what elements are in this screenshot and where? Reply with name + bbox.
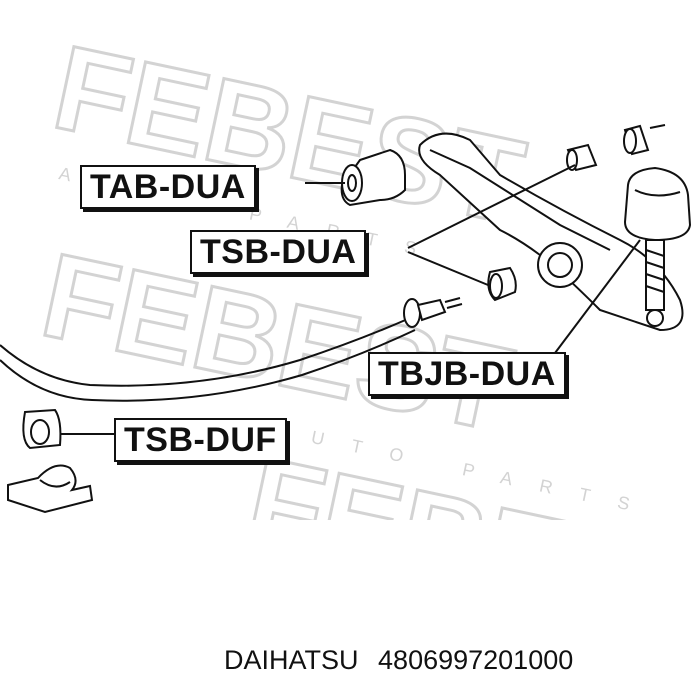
label-tsb-duf: TSB-DUF (114, 418, 287, 462)
label-tsb-dua: TSB-DUA (190, 230, 367, 274)
ball-joint (623, 166, 692, 327)
lower-mask (0, 520, 700, 700)
bushing-small-top (566, 124, 666, 172)
caption-brand: DAIHATSU (224, 645, 359, 675)
leader-lines (60, 164, 641, 435)
bushing-tsb-duf (22, 408, 62, 450)
stabilizer-bar (0, 297, 463, 402)
label-tab-dua: TAB-DUA (80, 165, 256, 209)
label-tbjb-dua: TBJB-DUA (368, 352, 566, 396)
bushing-tsb-dua (487, 266, 517, 302)
caption: DAIHATSU 4806997201000 (224, 645, 573, 676)
caption-part-number: 4806997201000 (378, 645, 574, 675)
bushing-tab-dua (340, 148, 406, 207)
control-arm (418, 132, 684, 332)
bracket (7, 464, 94, 514)
